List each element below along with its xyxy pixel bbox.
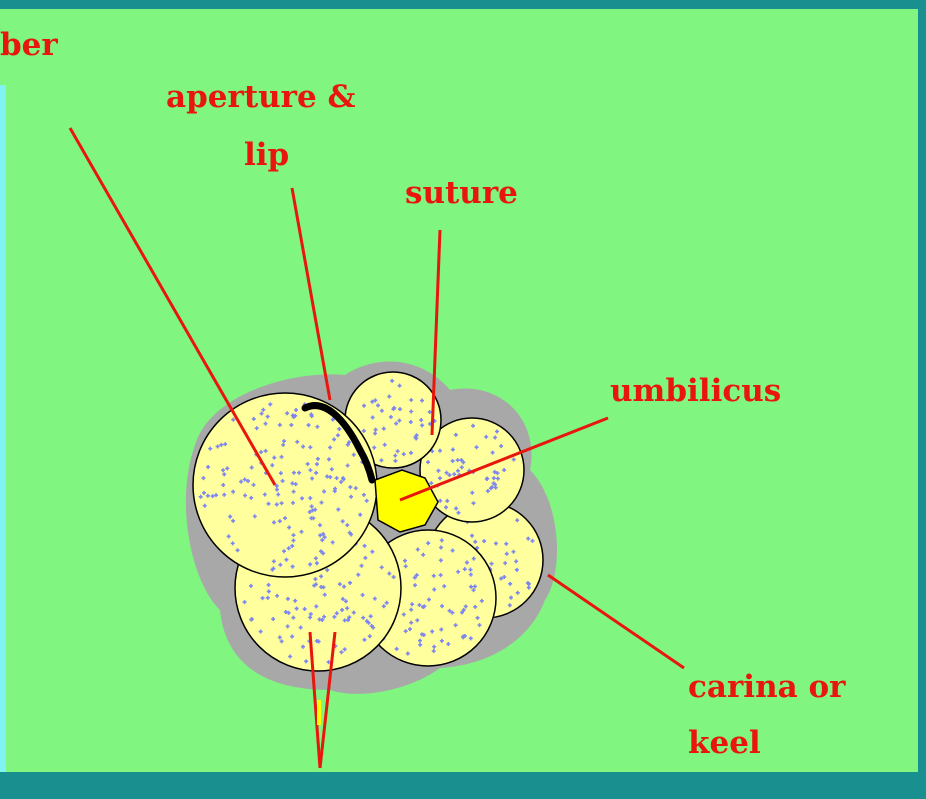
chamber-last-large (193, 393, 377, 577)
suture-label: suture (405, 178, 518, 209)
umbilicus-label: umbilicus (610, 376, 781, 407)
aperture-label-line2: lip (244, 140, 289, 171)
cyan-left-strip (0, 85, 6, 772)
carina-label-line1: carina or (688, 672, 846, 703)
carina-label-line2: keel (688, 728, 761, 759)
chamber-label: ber (0, 30, 58, 61)
aperture-label-line1: aperture & (166, 82, 356, 113)
